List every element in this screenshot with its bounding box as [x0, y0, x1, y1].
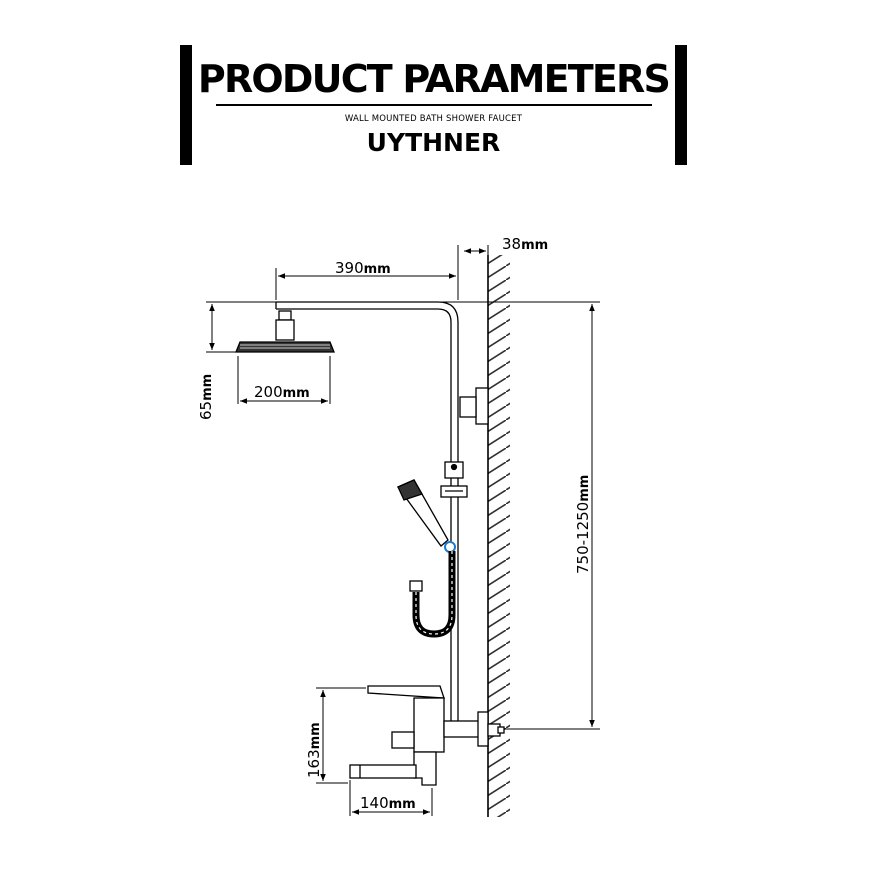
header-right-bar: [675, 45, 687, 165]
mixer-height-value: 163: [305, 749, 323, 778]
head-diameter-unit: mm: [283, 386, 310, 401]
spout-length-label: 140mm: [360, 794, 416, 812]
head-drop-label: 65mm: [197, 374, 215, 420]
brand-name: UYTHNER: [366, 128, 501, 157]
dimension-lines: [206, 245, 600, 816]
slide-bar-holder: [440, 461, 468, 498]
wall-offset-value: 38: [502, 235, 521, 253]
page-title: PRODUCT PARAMETERS: [197, 57, 671, 101]
head-diameter-value: 200: [254, 383, 283, 401]
arm-length-label: 390mm: [335, 259, 391, 277]
wall-offset-unit: mm: [521, 238, 548, 253]
arm-length-unit: mm: [364, 262, 391, 277]
title-underline: [216, 104, 652, 106]
head-diameter-label: 200mm: [254, 383, 310, 401]
height-range-value: 750-1250: [574, 502, 592, 574]
wall-offset-label: 38mm: [502, 235, 548, 253]
shower-head: [235, 310, 335, 353]
height-range-unit: mm: [577, 475, 592, 502]
bath-mixer: [349, 685, 505, 786]
spout-length-unit: mm: [389, 797, 416, 812]
height-range-label: 750-1250mm: [574, 475, 592, 574]
mixer-height-unit: mm: [308, 722, 323, 749]
head-drop-value: 65: [197, 401, 215, 420]
head-drop-unit: mm: [200, 374, 215, 401]
mixer-height-label: 163mm: [305, 722, 323, 778]
header-left-bar: [180, 45, 192, 165]
hand-shower: [396, 479, 456, 553]
product-subtitle: WALL MOUNTED BATH SHOWER FAUCET: [344, 114, 523, 124]
spout-length-value: 140: [360, 794, 389, 812]
arm-length-value: 390: [335, 259, 364, 277]
shower-hose: [409, 551, 456, 638]
upper-wall-bracket: [459, 387, 489, 425]
